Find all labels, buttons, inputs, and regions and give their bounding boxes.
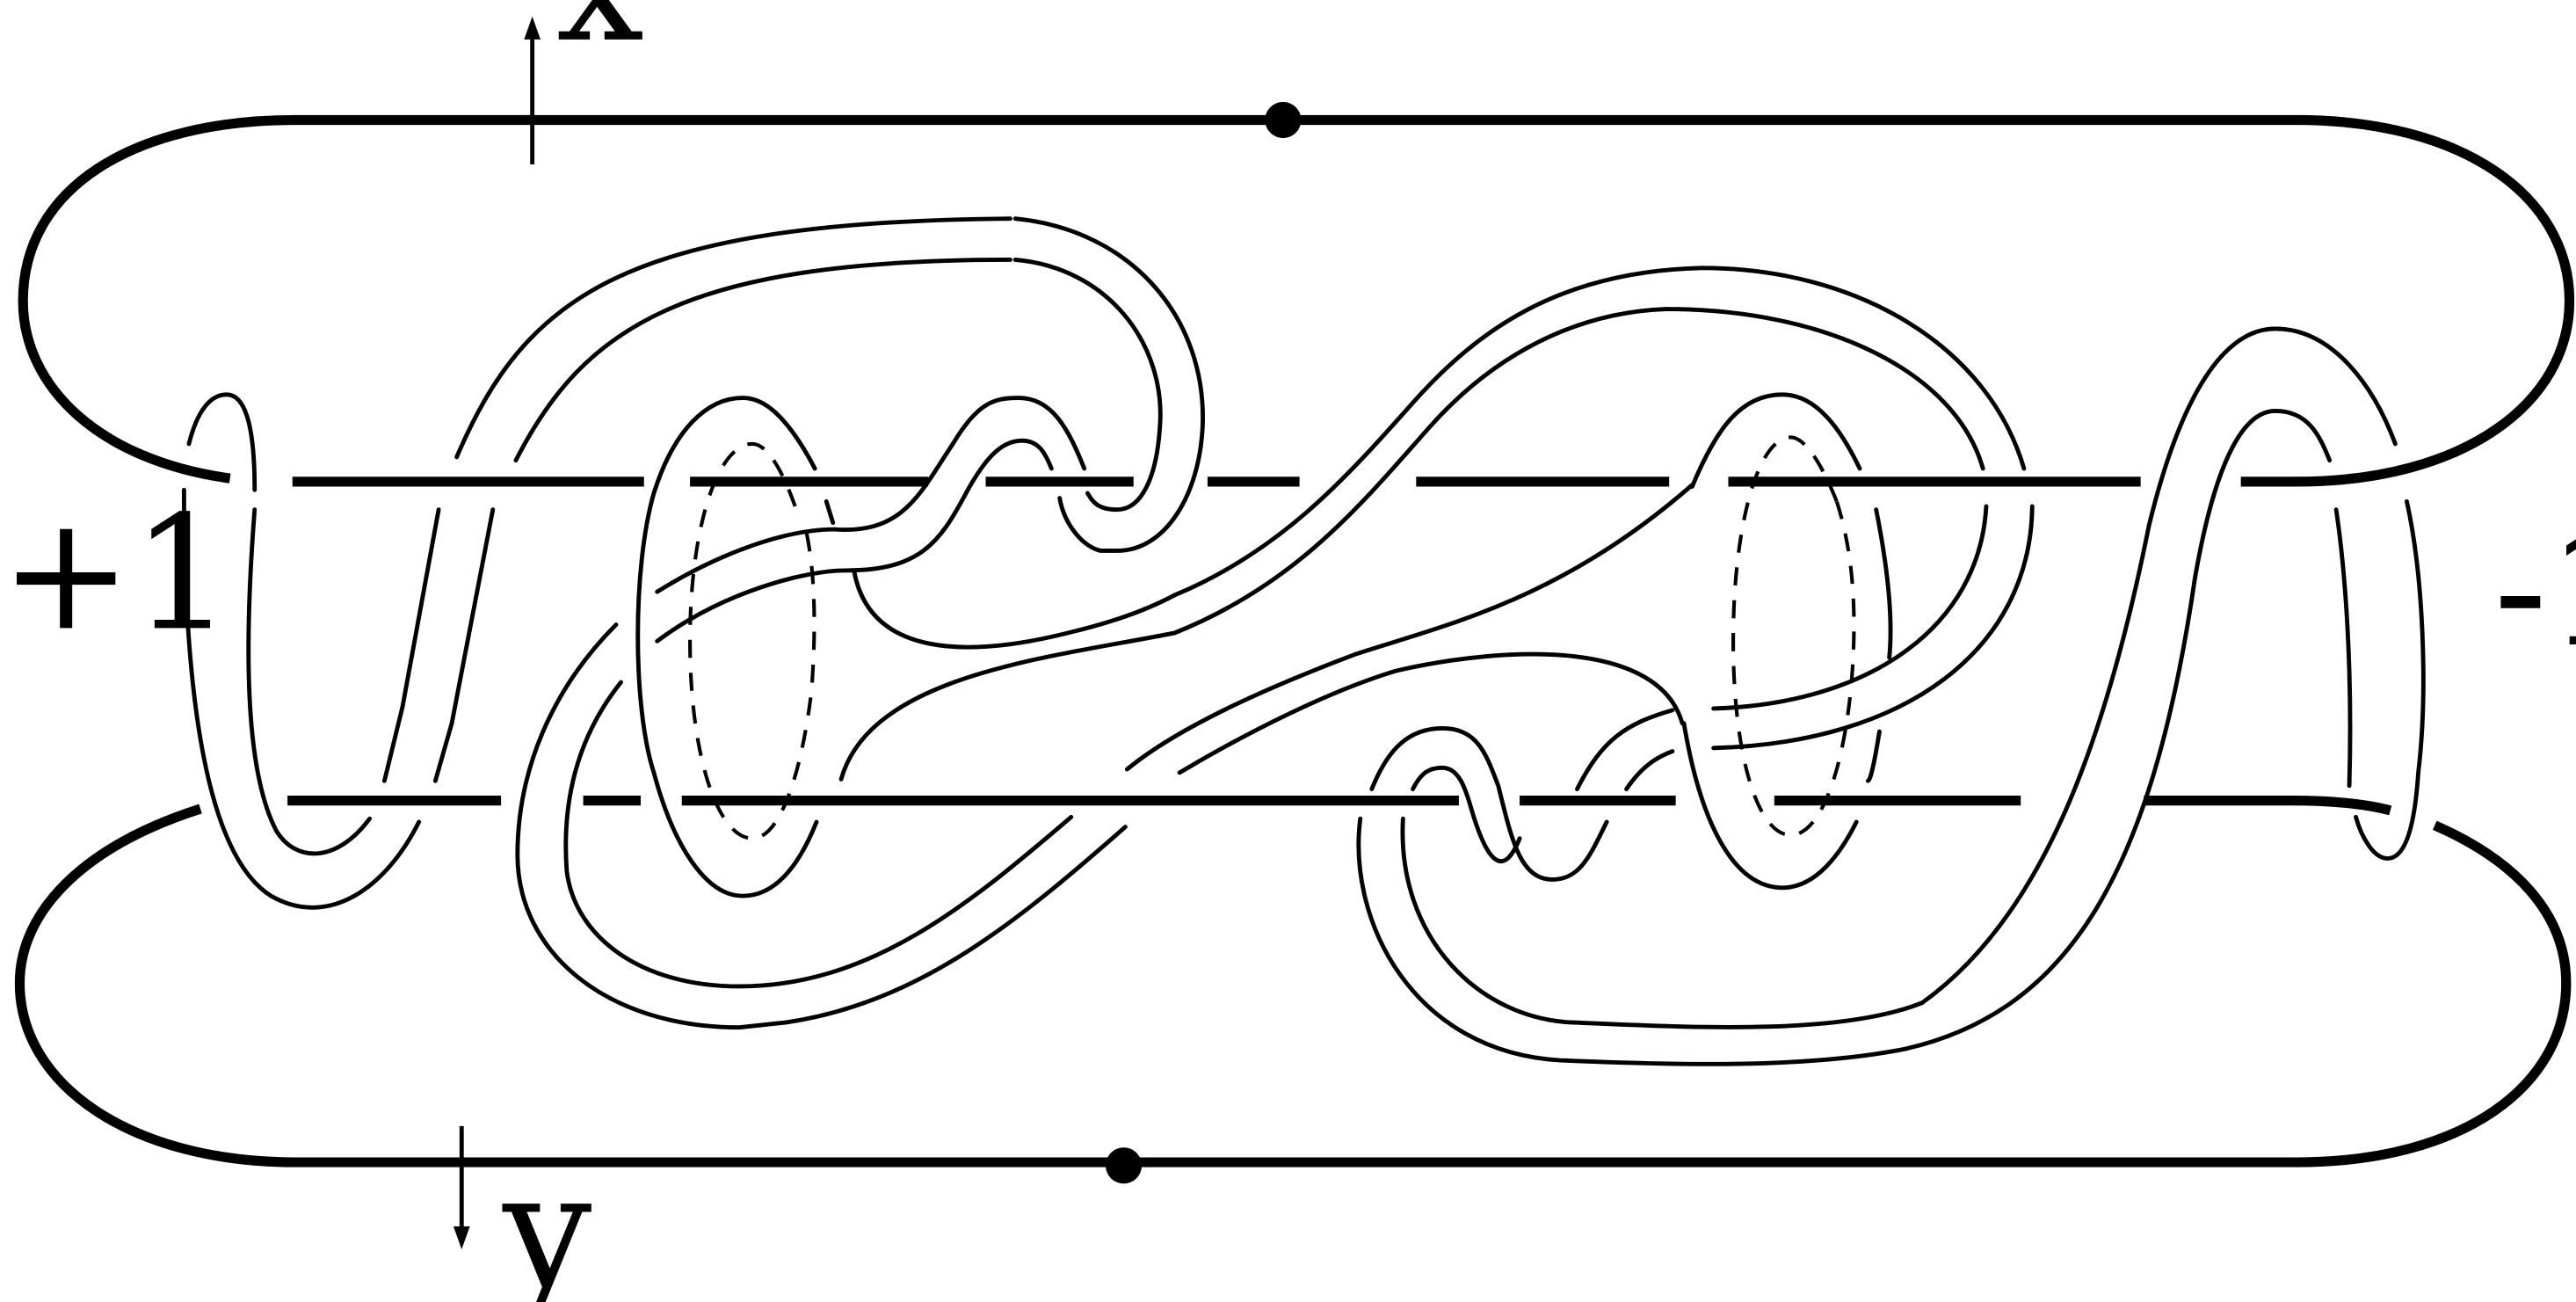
center-right-strand [1127, 485, 1692, 773]
left-ribbon-upper [457, 219, 1203, 551]
y-axis-arrow [454, 1126, 470, 1249]
right-ellipse [1684, 395, 1890, 888]
right-bump [1372, 710, 1673, 880]
left-bump [657, 398, 1085, 642]
left-lower-loop [518, 625, 1126, 1028]
x-axis-arrow [524, 17, 541, 164]
left-ellipse [638, 398, 833, 897]
x-axis-label: x [555, 0, 644, 77]
bottom-band-segments [287, 801, 2391, 811]
bottom-dotted-circle [19, 809, 2565, 1162]
right-framing-label: -1 [2494, 498, 2576, 682]
left-framing-label: +1 [0, 482, 233, 666]
right-inner-ribbon [1714, 506, 2033, 748]
middle-s-ribbon [841, 268, 2024, 780]
right-lower-loop [1359, 329, 2396, 1064]
bottom-dot [1106, 1147, 1142, 1183]
top-dot [1265, 102, 1301, 138]
top-dotted-circle [23, 120, 2569, 482]
y-axis-label: y [502, 1139, 591, 1302]
